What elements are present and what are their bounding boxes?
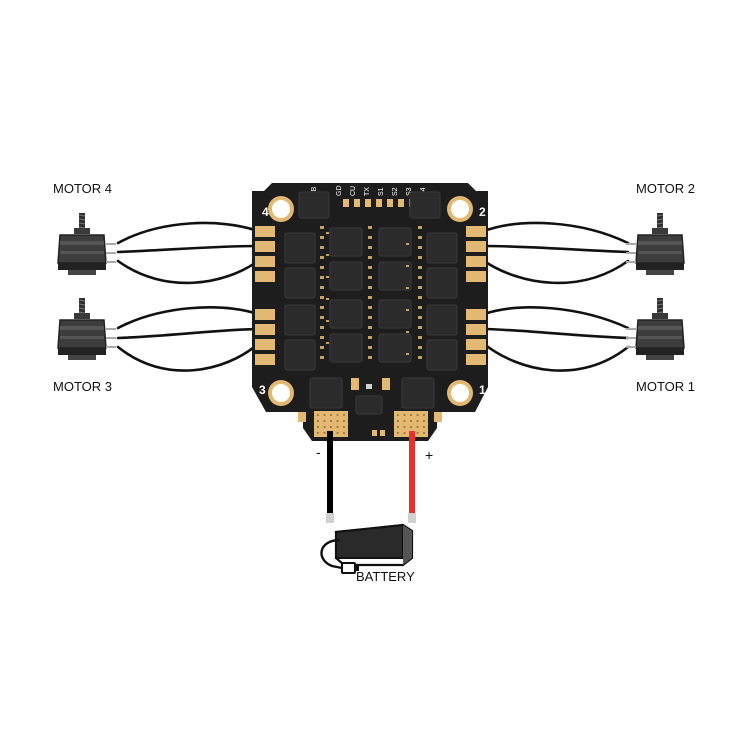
corner-label-4: 4	[262, 205, 269, 219]
motor-3-icon	[57, 298, 116, 360]
polarity-negative-label: -	[316, 444, 321, 460]
motor-wires	[116, 221, 630, 372]
solder-pad-right	[466, 271, 486, 282]
header-pin-label: S1	[378, 187, 385, 196]
mosfet-chip	[329, 227, 363, 257]
mosfet-chip	[329, 299, 363, 329]
solder-pad-right	[466, 256, 486, 267]
mount-hole-2	[447, 196, 473, 222]
battery-lead-negative	[326, 431, 334, 523]
header-pin-label: GD	[336, 186, 343, 197]
solder-pad-left	[255, 354, 275, 365]
solder-pad-right	[466, 354, 486, 365]
motor-wire	[116, 327, 260, 340]
mount-hole-4	[268, 196, 294, 222]
mosfet-chip	[426, 267, 458, 299]
corner-label-3: 3	[259, 383, 266, 397]
battery-icon	[320, 523, 414, 574]
solder-pad-right	[466, 226, 486, 237]
motor-2-icon	[626, 213, 685, 275]
corner-label-1: 1	[479, 383, 486, 397]
header-pin-label: S2	[392, 187, 399, 196]
solder-pad-left	[255, 226, 275, 237]
mosfet-chip	[378, 299, 412, 329]
mosfet-chip	[329, 261, 363, 291]
solder-pad-left	[255, 339, 275, 350]
motor-wire	[482, 259, 630, 285]
header-pin-label: S3	[406, 187, 413, 196]
solder-pad-right	[466, 241, 486, 252]
mount-hole-1	[447, 380, 473, 406]
solder-pad-left	[255, 241, 275, 252]
motor-wire	[482, 244, 630, 254]
motor-wire	[482, 342, 630, 372]
motor-solder-pads	[255, 226, 486, 365]
solder-pad-left	[255, 324, 275, 335]
solder-pad-right	[466, 309, 486, 320]
mosfet-chip	[426, 232, 458, 264]
header-pin-label: VB	[311, 186, 318, 196]
motor-wire	[482, 306, 630, 330]
solder-pad-right	[466, 324, 486, 335]
mount-hole-3	[268, 380, 294, 406]
motor-wire	[116, 244, 260, 254]
motor-wire	[482, 221, 630, 245]
polarity-positive-label: +	[425, 447, 433, 463]
mosfet-chip	[298, 191, 330, 219]
motor-4-icon	[57, 213, 116, 275]
mosfet-chip	[284, 339, 316, 371]
motor-wire	[482, 327, 630, 340]
mosfet-chip	[284, 232, 316, 264]
solder-pad-left	[255, 309, 275, 320]
solder-pad-right	[466, 339, 486, 350]
motor-wire	[116, 221, 260, 245]
mosfet-chip	[329, 333, 363, 363]
mosfet-chip	[426, 304, 458, 336]
mosfet-array	[284, 191, 458, 371]
corner-label-2: 2	[479, 205, 486, 219]
mosfet-chip	[378, 333, 412, 363]
bottom-components	[298, 377, 442, 436]
header-pin-label: CU	[350, 186, 357, 196]
mosfet-chip	[284, 267, 316, 299]
battery-lead-positive	[408, 431, 416, 523]
motor-wire	[116, 306, 260, 330]
mosfet-chip	[426, 339, 458, 371]
motor-label-1: MOTOR 1	[636, 379, 695, 394]
mosfet-chip	[378, 261, 412, 291]
esc-board: 4 2 3 1 VBGDCUTXS1S2S3S4	[252, 183, 488, 441]
motor-label-3: MOTOR 3	[53, 379, 112, 394]
mosfet-chip	[409, 191, 441, 219]
solder-pad-left	[255, 256, 275, 267]
motor-label-2: MOTOR 2	[636, 181, 695, 196]
header-pin-label: TX	[364, 187, 371, 196]
solder-pad-left	[255, 271, 275, 282]
motor-wire	[116, 259, 260, 285]
motor-label-4: MOTOR 4	[53, 181, 112, 196]
board-traces	[320, 226, 422, 359]
mosfet-chip	[284, 304, 316, 336]
motor-1-icon	[626, 298, 685, 360]
mosfet-chip	[378, 227, 412, 257]
motors	[57, 213, 685, 360]
battery-label: BATTERY	[356, 569, 415, 584]
motor-wire	[116, 342, 260, 372]
